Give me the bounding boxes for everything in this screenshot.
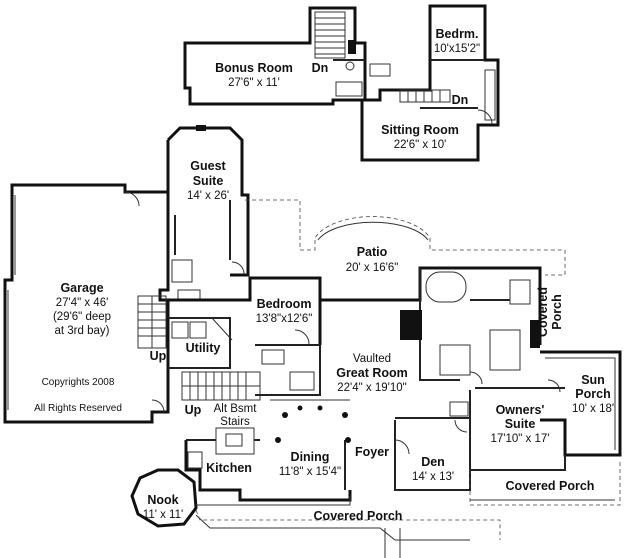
guest-suite-size: 14' x 26'	[187, 190, 229, 202]
great-room-name-line1: Vaulted	[353, 353, 391, 365]
bedroom-name: Bedroom	[257, 297, 312, 311]
great-room-size: 22'4" x 19'10"	[337, 382, 406, 394]
sitting-room-size: 22'6" x 10'	[394, 139, 447, 151]
bonus-room-size: 27'6" x 11'	[228, 77, 280, 89]
nook-size: 11' x 11'	[143, 509, 183, 521]
upper-stair-treads	[314, 11, 356, 59]
alt-bsmt-line1: Alt Bsmt	[214, 403, 258, 415]
owners-suite-size: 17'10" x 17'	[491, 433, 550, 445]
bonus-room-name: Bonus Room	[215, 61, 293, 75]
nook-name: Nook	[147, 493, 178, 507]
patio-size: 20' x 16'6"	[346, 262, 399, 274]
owners-suite-name-line1: Owners'	[496, 403, 545, 417]
alt-bsmt-line2: Stairs	[220, 416, 250, 428]
sitting-room-name: Sitting Room	[381, 123, 459, 137]
up-label-stairs: Up	[185, 403, 202, 417]
garage-stair	[137, 295, 167, 349]
garage-note-line1: (29'6" deep	[53, 311, 111, 323]
sun-porch-name-line1: Sun	[581, 373, 605, 387]
covered-porch-right-line1: Covered	[536, 287, 550, 337]
dining-name: Dining	[291, 450, 330, 464]
owners-suite-name-line2: Suite	[505, 417, 536, 431]
alt-bsmt-stair	[181, 371, 261, 401]
garage-size: 27'4" x 46'	[56, 297, 109, 309]
patio-name: Patio	[357, 245, 388, 259]
kitchen-name: Kitchen	[206, 461, 252, 475]
up-label-garage: Up	[150, 349, 167, 363]
dining-size: 11'8" x 15'4"	[279, 466, 341, 478]
den-size: 14' x 13'	[412, 471, 454, 483]
main-house-walls	[130, 199, 622, 558]
utility-name: Utility	[186, 341, 221, 355]
covered-porch-rear: Covered Porch	[506, 479, 595, 493]
great-room-name-line2: Great Room	[336, 366, 408, 380]
garage-name: Garage	[60, 281, 103, 295]
dn-label-upper: Dn	[452, 93, 469, 107]
upper-stair-dn	[399, 89, 451, 103]
bedrm-size: 10'x15'2"	[434, 43, 480, 55]
dn-label-bonus: Dn	[312, 61, 329, 75]
covered-porch-right-line2: Porch	[550, 294, 564, 329]
foyer-name: Foyer	[355, 445, 389, 459]
guest-suite-name-line2: Suite	[193, 174, 224, 188]
covered-porch-front: Covered Porch	[314, 509, 403, 523]
guest-wing	[166, 125, 250, 301]
den-name: Den	[421, 455, 445, 469]
rights-text: All Rights Reserved	[34, 403, 122, 414]
sun-porch-size: 10' x 18'	[572, 403, 614, 415]
bedrm-name: Bedrm.	[435, 27, 478, 41]
upper-floor	[183, 4, 500, 162]
garage-note-line2: at 3rd bay)	[55, 325, 110, 337]
guest-suite-name-line1: Guest	[190, 159, 226, 173]
sun-porch-name-line2: Porch	[575, 387, 610, 401]
copyright-text: Copyrights 2008	[42, 377, 115, 388]
bedroom-size: 13'8"x12'6"	[256, 313, 313, 325]
